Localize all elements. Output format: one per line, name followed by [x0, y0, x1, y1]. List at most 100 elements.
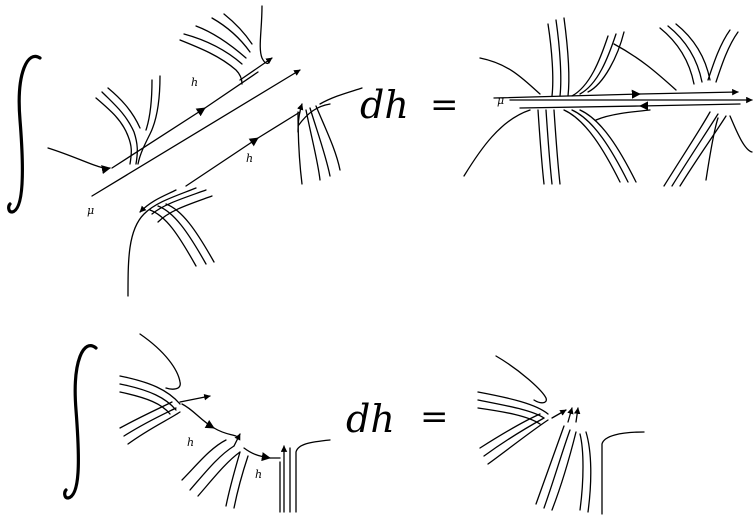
eq2r-arrow-3 [573, 407, 581, 423]
eq2r-arrow-2 [567, 407, 574, 423]
fork-upper-3 [195, 25, 247, 59]
right-lower-arch-3 [545, 109, 553, 185]
equation-2: h h dh = [63, 333, 645, 515]
equals-sign-2: = [420, 397, 449, 437]
differential-dh-1: dh [360, 83, 409, 127]
eq2-fork-4 [127, 411, 181, 445]
eq2-mid-1 [181, 439, 227, 481]
mu-label-left: μ [87, 204, 94, 217]
h-label-lower: h [246, 152, 253, 165]
right-upper-u2-5 [707, 29, 731, 81]
tendril-upper-2 [101, 91, 138, 165]
eq2-fork-2 [119, 383, 177, 411]
mu-line-left [91, 69, 301, 197]
right-lower-arch-6 [571, 109, 629, 183]
mu-line-right-bottom [639, 101, 741, 111]
right-tendril-2 [305, 109, 321, 181]
right-upper-u2-2 [659, 27, 695, 85]
right-upper-u2-6 [715, 31, 739, 83]
equation-1: μ h h [7, 5, 753, 297]
tendril-upper-4 [137, 75, 161, 165]
h-line-lower [185, 137, 259, 187]
right-lower-arch2-3 [679, 115, 727, 187]
lower-fork-4 [149, 209, 197, 267]
lower-fork-2 [151, 189, 207, 215]
mu-label-right: μ [497, 94, 504, 107]
lower-fork-outer [139, 189, 177, 213]
right-diagram-1: μ [463, 17, 753, 187]
right-upper-u-7 [587, 31, 625, 93]
left-diagram-1: μ h h [47, 5, 363, 297]
eq2-fork-3 [119, 391, 171, 415]
right-upper-u2-3 [667, 25, 703, 83]
right-lower-arch-2 [537, 109, 545, 185]
right-upper-u-3 [555, 19, 562, 97]
eq2-mid-2 [189, 445, 235, 491]
eq2r-leg-1 [535, 425, 565, 505]
right-lower-arch-1 [463, 109, 531, 177]
right-lower-arch-5 [563, 109, 621, 183]
eq2r-leg-5 [585, 431, 592, 513]
integral-sign-2 [63, 344, 98, 500]
eq2-fork-arrow [179, 393, 211, 403]
eq2r-fork-4 [487, 419, 549, 465]
right-upper-u2-1 [613, 43, 677, 91]
fork-upper-2 [183, 33, 243, 65]
eq2-mid-5 [233, 455, 249, 509]
right-diagram-2 [477, 355, 645, 515]
right-tendril-3 [309, 107, 331, 177]
right-upper-u-6 [579, 33, 617, 95]
eq2-h-arrow-1-tail [213, 427, 237, 437]
mu-line-right-bottom-tail [519, 105, 641, 109]
right-upper-u-5 [571, 35, 609, 97]
eq2-mid-4 [225, 451, 241, 507]
right-lower-arch-8 [595, 109, 651, 121]
eq2r-arrow-1 [551, 409, 567, 419]
right-upper-u2-4 [675, 23, 711, 81]
eq2r-leg-6 [601, 431, 645, 515]
right-tendril-5 [319, 87, 363, 105]
eq2-fork-5 [123, 407, 177, 437]
fork-upper-6 [223, 13, 253, 45]
eq2-fork-1 [119, 375, 181, 405]
right-lower-arch-7 [579, 109, 637, 183]
eq2r-leg-2 [543, 429, 571, 509]
right-tendril-4 [315, 105, 341, 171]
eq2r-top-curve [495, 355, 547, 404]
fork-upper-5 [259, 5, 270, 65]
right-lower-arch2-1 [663, 111, 711, 187]
eq2r-fork-2 [477, 399, 545, 419]
tendril-upper-5 [145, 79, 153, 131]
h-line-lower-tail [257, 111, 301, 139]
eq2r-fork-5 [483, 417, 545, 457]
right-lower-arch2-4 [705, 117, 719, 181]
eq2-stem-3 [295, 439, 331, 513]
fork-upper-4 [211, 17, 251, 53]
eq2-h-arrow-1 [181, 403, 215, 429]
right-upper-u-4 [563, 17, 570, 97]
right-arc [297, 103, 331, 127]
eq2r-leg-3 [551, 431, 577, 511]
lower-fork-6 [165, 203, 215, 263]
eq2r-leg-4 [579, 433, 584, 511]
mu-line-right-top [493, 89, 641, 99]
right-tendril-6 [297, 103, 304, 133]
h-label-upper: h [191, 76, 198, 89]
right-lower-arch2-2 [671, 113, 719, 187]
right-upper-u-2 [547, 23, 554, 97]
mu-line-right-top-tail [639, 88, 739, 96]
eq2-mid-arrow [233, 433, 241, 447]
equals-sign-1: = [430, 85, 459, 125]
eq2-mid-3 [197, 451, 241, 497]
eq2r-fork-1 [477, 391, 549, 415]
integral-sign-1 [7, 54, 42, 214]
h-curve-upper [47, 147, 111, 175]
h-line-upper-tail [204, 71, 259, 109]
right-lower-arch-4 [553, 109, 561, 185]
eq2-top-curve [139, 333, 181, 390]
eq2-h-label-2: h [255, 468, 262, 481]
lower-fork-5 [157, 205, 207, 265]
tendril-upper-1 [95, 97, 132, 165]
tendril-upper-3 [107, 87, 141, 129]
